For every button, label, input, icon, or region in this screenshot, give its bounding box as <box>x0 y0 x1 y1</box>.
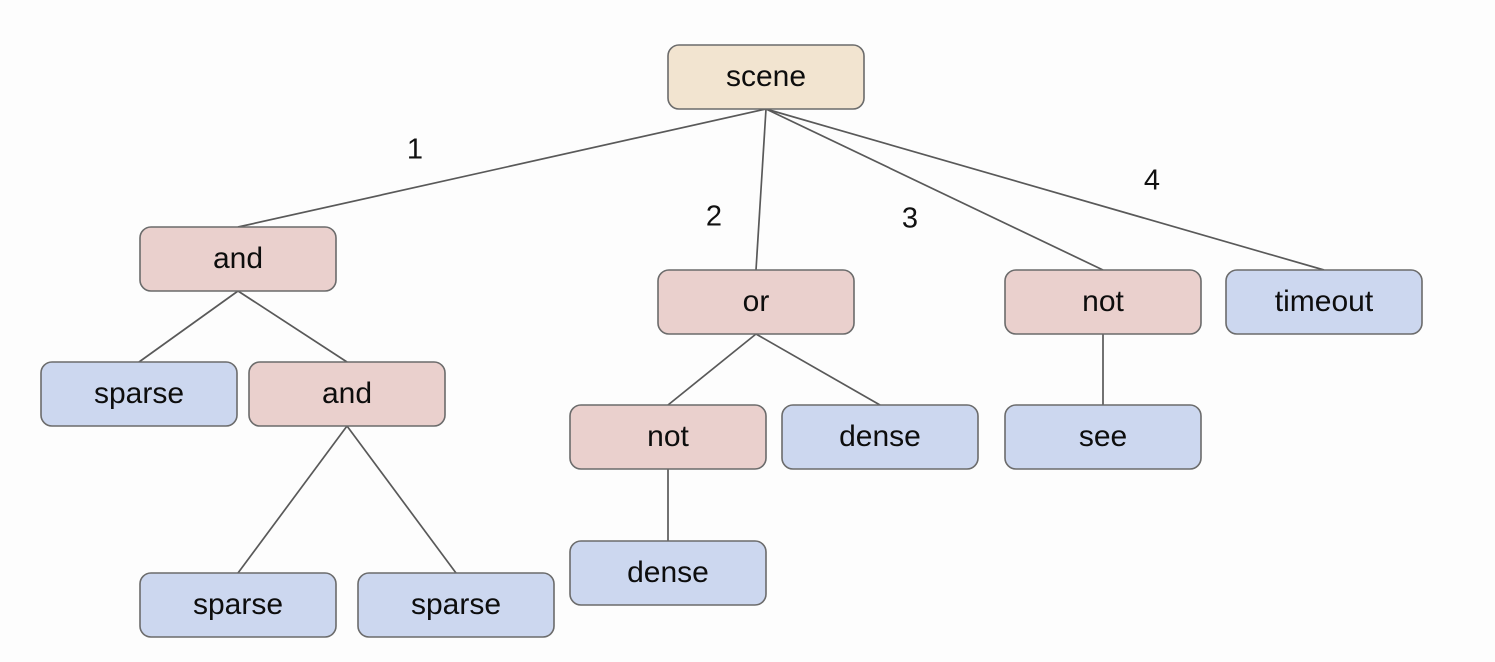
node-label-scene: scene <box>726 60 806 93</box>
tree-node-or1[interactable]: or <box>657 269 855 335</box>
node-label-dense1: dense <box>839 420 921 453</box>
tree-node-scene[interactable]: scene <box>667 44 865 110</box>
tree-node-and2[interactable]: and <box>248 361 446 427</box>
node-box-dense1[interactable] <box>781 404 979 470</box>
node-box-and1[interactable] <box>139 226 337 292</box>
tree-node-dense1[interactable]: dense <box>781 404 979 470</box>
tree-edge-scene-to-timeout1 <box>765 108 1325 271</box>
tree-node-timeout1[interactable]: timeout <box>1225 269 1423 335</box>
tree-edge-scene-to-or1 <box>755 108 767 271</box>
tree-node-sparse2[interactable]: sparse <box>139 572 337 638</box>
tree-edge-and1-to-sparse1 <box>138 290 239 363</box>
tree-edge-scene-to-not2 <box>765 108 1104 271</box>
node-label-sparse2: sparse <box>193 588 283 621</box>
node-label-see1: see <box>1079 420 1127 453</box>
tree-node-not2[interactable]: not <box>1004 269 1202 335</box>
edge-label-1: 1 <box>407 134 423 166</box>
node-box-sparse3[interactable] <box>357 572 555 638</box>
node-box-not2[interactable] <box>1004 269 1202 335</box>
tree-node-dense2[interactable]: dense <box>569 540 767 606</box>
tree-edge-and2-to-sparse2 <box>237 425 348 574</box>
node-label-sparse1: sparse <box>94 377 184 410</box>
tree-edge-and2-to-sparse3 <box>346 425 457 574</box>
edge-label-3: 3 <box>902 203 918 235</box>
node-box-timeout1[interactable] <box>1225 269 1423 335</box>
node-label-and1: and <box>213 242 263 275</box>
tree-node-sparse1[interactable]: sparse <box>40 361 238 427</box>
node-box-or1[interactable] <box>657 269 855 335</box>
tree-node-not1[interactable]: not <box>569 404 767 470</box>
tree-edge-scene-to-and1 <box>237 108 767 228</box>
tree-node-and1[interactable]: and <box>139 226 337 292</box>
node-label-timeout1: timeout <box>1275 285 1374 318</box>
node-box-sparse2[interactable] <box>139 572 337 638</box>
node-label-or1: or <box>743 285 770 318</box>
node-box-and2[interactable] <box>248 361 446 427</box>
tree-edge-or1-to-not1 <box>667 333 757 406</box>
edge-labels-layer: 1 2 3 4 <box>407 134 1160 235</box>
node-label-not2: not <box>1082 285 1124 318</box>
edge-label-4: 4 <box>1144 165 1160 197</box>
node-label-dense2: dense <box>627 556 709 589</box>
tree-node-see1[interactable]: see <box>1004 404 1202 470</box>
node-box-see1[interactable] <box>1004 404 1202 470</box>
tree-edge-or1-to-dense1 <box>755 333 881 406</box>
node-box-dense2[interactable] <box>569 540 767 606</box>
node-label-sparse3: sparse <box>411 588 501 621</box>
tree-edge-and1-to-and2 <box>237 290 348 363</box>
edges-layer <box>138 108 1325 574</box>
nodes-layer: scene and sparse and sparse sparse or not dense d… <box>40 44 1423 638</box>
node-label-not1: not <box>647 420 689 453</box>
node-box-scene[interactable] <box>667 44 865 110</box>
node-box-not1[interactable] <box>569 404 767 470</box>
tree-node-sparse3[interactable]: sparse <box>357 572 555 638</box>
node-box-sparse1[interactable] <box>40 361 238 427</box>
edge-label-2: 2 <box>706 201 722 233</box>
node-label-and2: and <box>322 377 372 410</box>
